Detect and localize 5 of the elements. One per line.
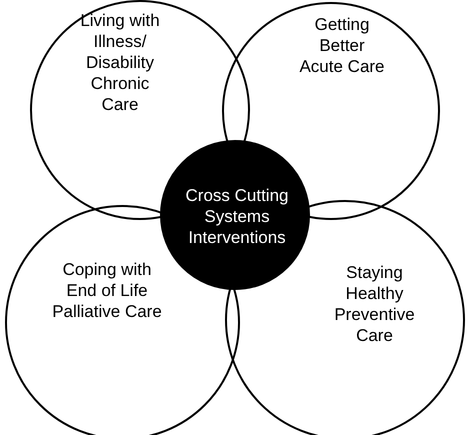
circle-label: Coping with End of Life Palliative Care	[52, 259, 162, 322]
circle-label: Getting Better Acute Care	[298, 14, 386, 77]
circle-label: Staying Healthy Preventive Care	[333, 262, 416, 346]
circle-label: Living with Illness/ Disability Chronic Care	[79, 10, 161, 115]
circle-label: Cross Cutting Systems Interventions	[184, 185, 290, 248]
